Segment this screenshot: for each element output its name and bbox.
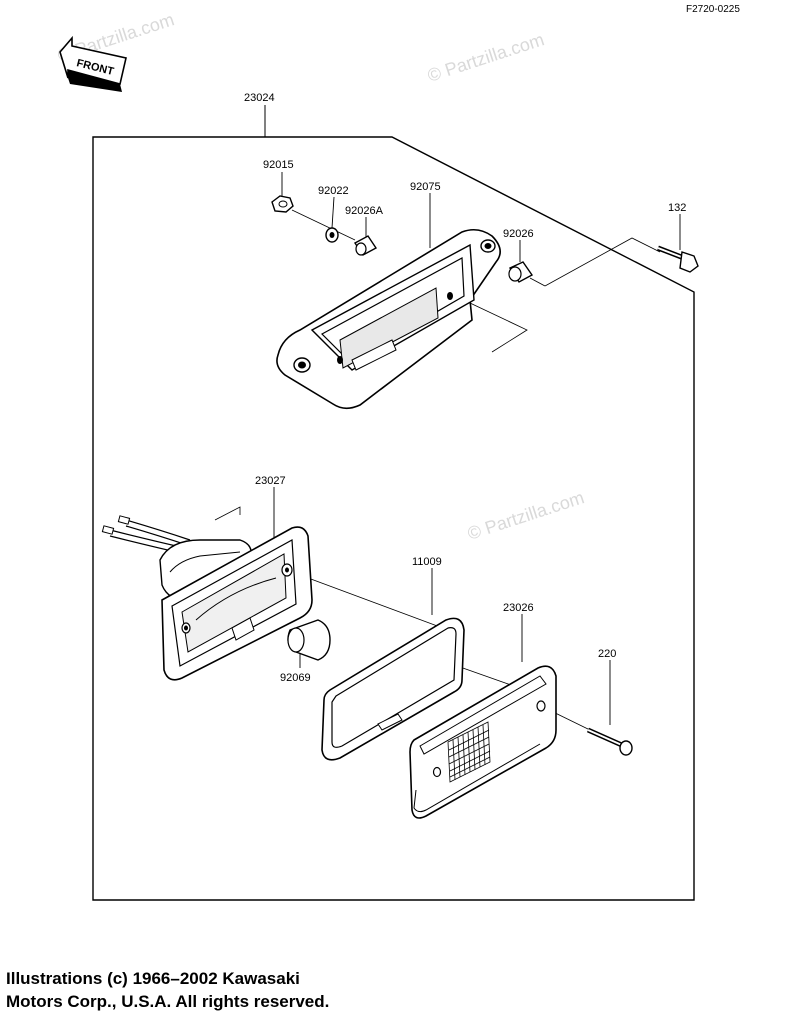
- collar: [508, 261, 534, 283]
- lower-leader-lines: [214, 487, 611, 731]
- copyright-notice: Illustrations (c) 1966–2002 Kawasaki Mot…: [6, 967, 526, 1013]
- part-labels: 23024 92015 92022 92026A 92075 92026 132…: [244, 92, 686, 684]
- figure-code: F2720-0225: [686, 4, 740, 15]
- screw: [586, 727, 633, 756]
- hex-nut: [271, 195, 294, 213]
- part-label: 132: [668, 202, 686, 214]
- part-label: 23024: [244, 92, 275, 104]
- exploded-parts-diagram: © Partzilla.com © Partzilla.com © Partzi…: [55, 4, 740, 901]
- washer: [325, 227, 339, 243]
- collar: [353, 235, 378, 256]
- watermark-text: © Partzilla.com: [425, 29, 547, 86]
- part-label: 92026: [503, 228, 534, 240]
- part-label: 23026: [503, 602, 534, 614]
- part-label: 23027: [255, 475, 286, 487]
- gasket: [321, 617, 465, 761]
- part-label: 92075: [410, 181, 441, 193]
- upper-hardware: [281, 172, 681, 353]
- part-label: 92015: [263, 159, 294, 171]
- lens: [409, 665, 557, 819]
- front-arrow-icon: FRONT: [59, 35, 127, 92]
- bulb: [287, 619, 331, 661]
- part-label: 11009: [412, 556, 442, 568]
- lamp-case: [276, 228, 501, 410]
- watermarks: © Partzilla.com © Partzilla.com © Partzi…: [55, 9, 587, 544]
- copyright-line: Illustrations (c) 1966–2002 Kawasaki: [6, 969, 300, 988]
- part-label: 92022: [318, 185, 349, 197]
- watermark-text: © Partzilla.com: [465, 487, 587, 544]
- copyright-line: Motors Corp., U.S.A. All rights reserved…: [6, 992, 330, 1011]
- bolt: [657, 245, 699, 273]
- lamp-housing: [101, 515, 313, 681]
- lens-grid: [447, 721, 491, 783]
- part-label: 92026A: [345, 205, 384, 217]
- assembly-outline: [92, 105, 695, 901]
- part-label: 220: [598, 648, 616, 660]
- part-label: 92069: [280, 672, 311, 684]
